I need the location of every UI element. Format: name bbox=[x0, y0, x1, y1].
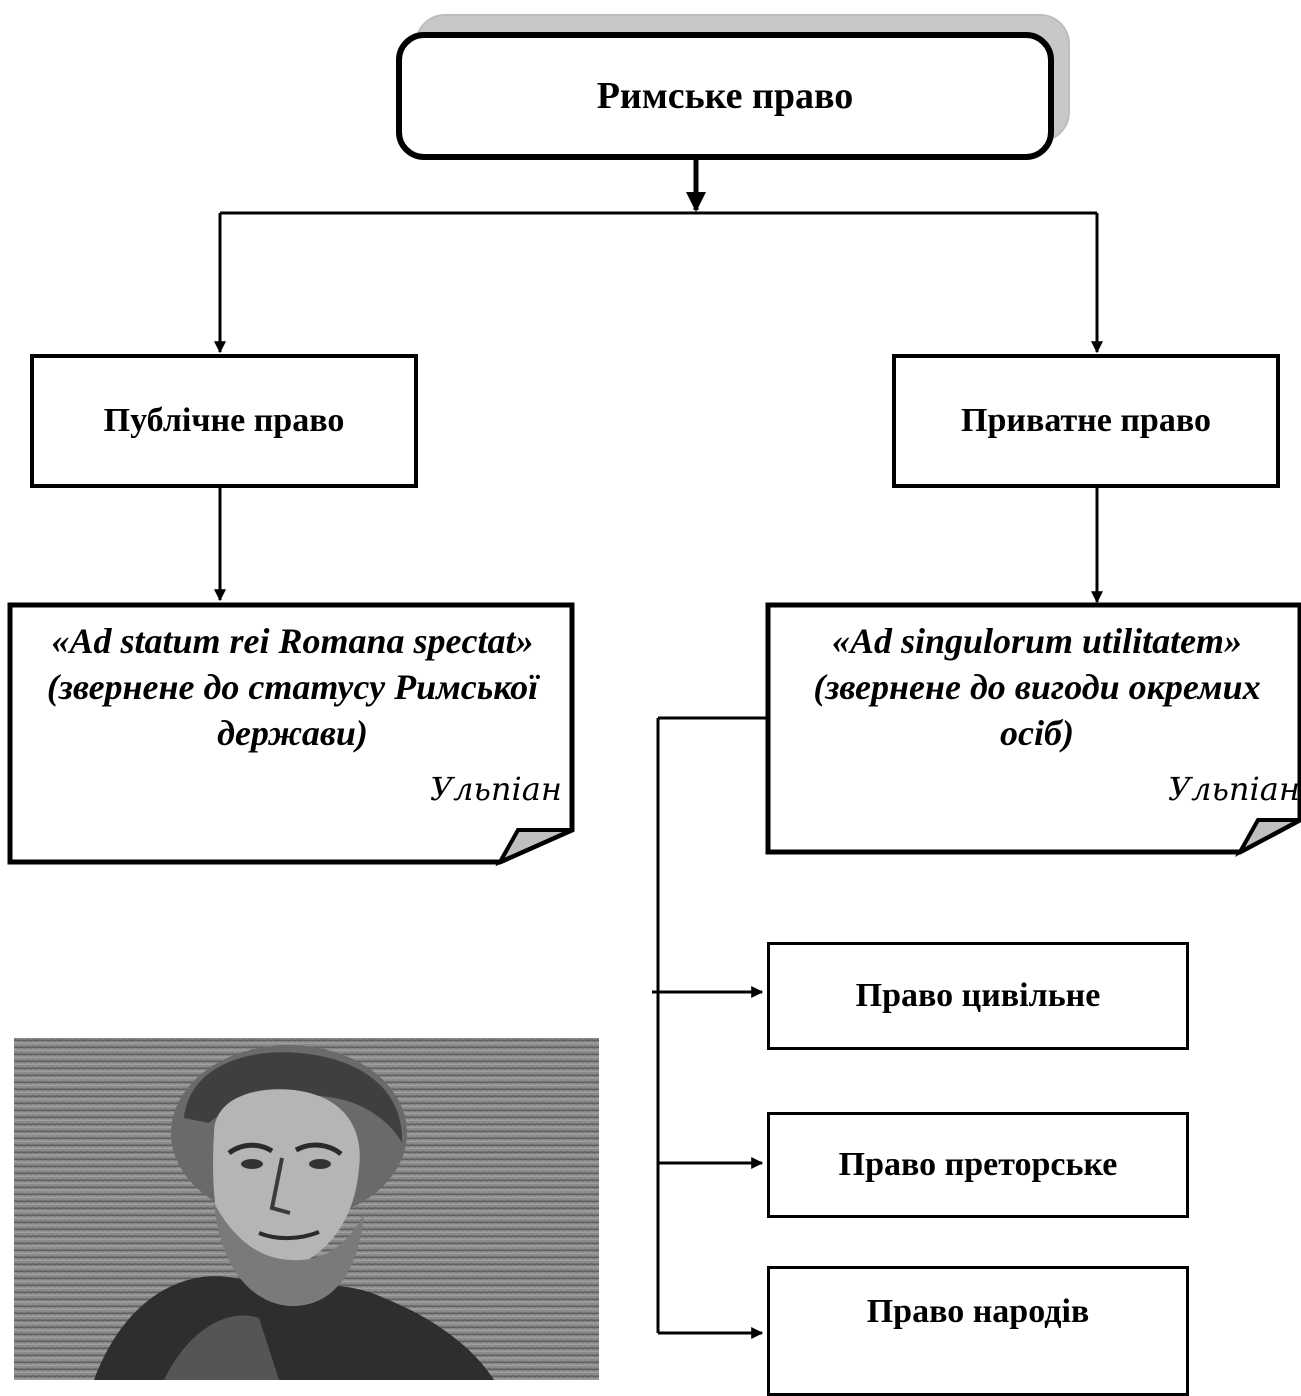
public-quote-block: «Ad statum rei Romana spectat» (звернене… bbox=[20, 618, 565, 756]
public-quote: «Ad statum rei Romana spectat» bbox=[51, 621, 534, 661]
public-note-fold bbox=[495, 828, 573, 867]
private-law-node: Приватне право bbox=[892, 354, 1280, 488]
root-node-label: Римське право bbox=[596, 75, 854, 117]
private-author: Ульпіан bbox=[1168, 770, 1300, 808]
praetorian-law-node: Право преторське bbox=[767, 1112, 1189, 1218]
civil-law-node: Право цивільне bbox=[767, 942, 1189, 1050]
civil-law-label: Право цивільне bbox=[855, 977, 1101, 1014]
ulpian-portrait-icon bbox=[14, 1038, 599, 1380]
law-of-nations-node: Право народів bbox=[767, 1266, 1189, 1396]
public-author: Ульпіан bbox=[430, 770, 562, 808]
private-quote-block: «Ad singulorum utilitatem» (звернене до … bbox=[782, 618, 1292, 756]
private-law-label: Приватне право bbox=[961, 402, 1211, 439]
ulpian-portrait bbox=[14, 1038, 599, 1380]
private-quote: «Ad singulorum utilitatem» bbox=[831, 621, 1243, 661]
private-note-fold bbox=[1234, 818, 1301, 857]
public-translation: (звернене до статусу Римської держави) bbox=[46, 667, 539, 753]
praetorian-law-label: Право преторське bbox=[838, 1146, 1118, 1183]
root-node: Римське право bbox=[396, 32, 1054, 160]
public-law-label: Публічне право bbox=[103, 402, 345, 439]
law-of-nations-label: Право народів bbox=[866, 1293, 1090, 1330]
public-law-node: Публічне право bbox=[30, 354, 418, 488]
private-translation: (звернене до вигоди окремих осіб) bbox=[813, 667, 1261, 753]
